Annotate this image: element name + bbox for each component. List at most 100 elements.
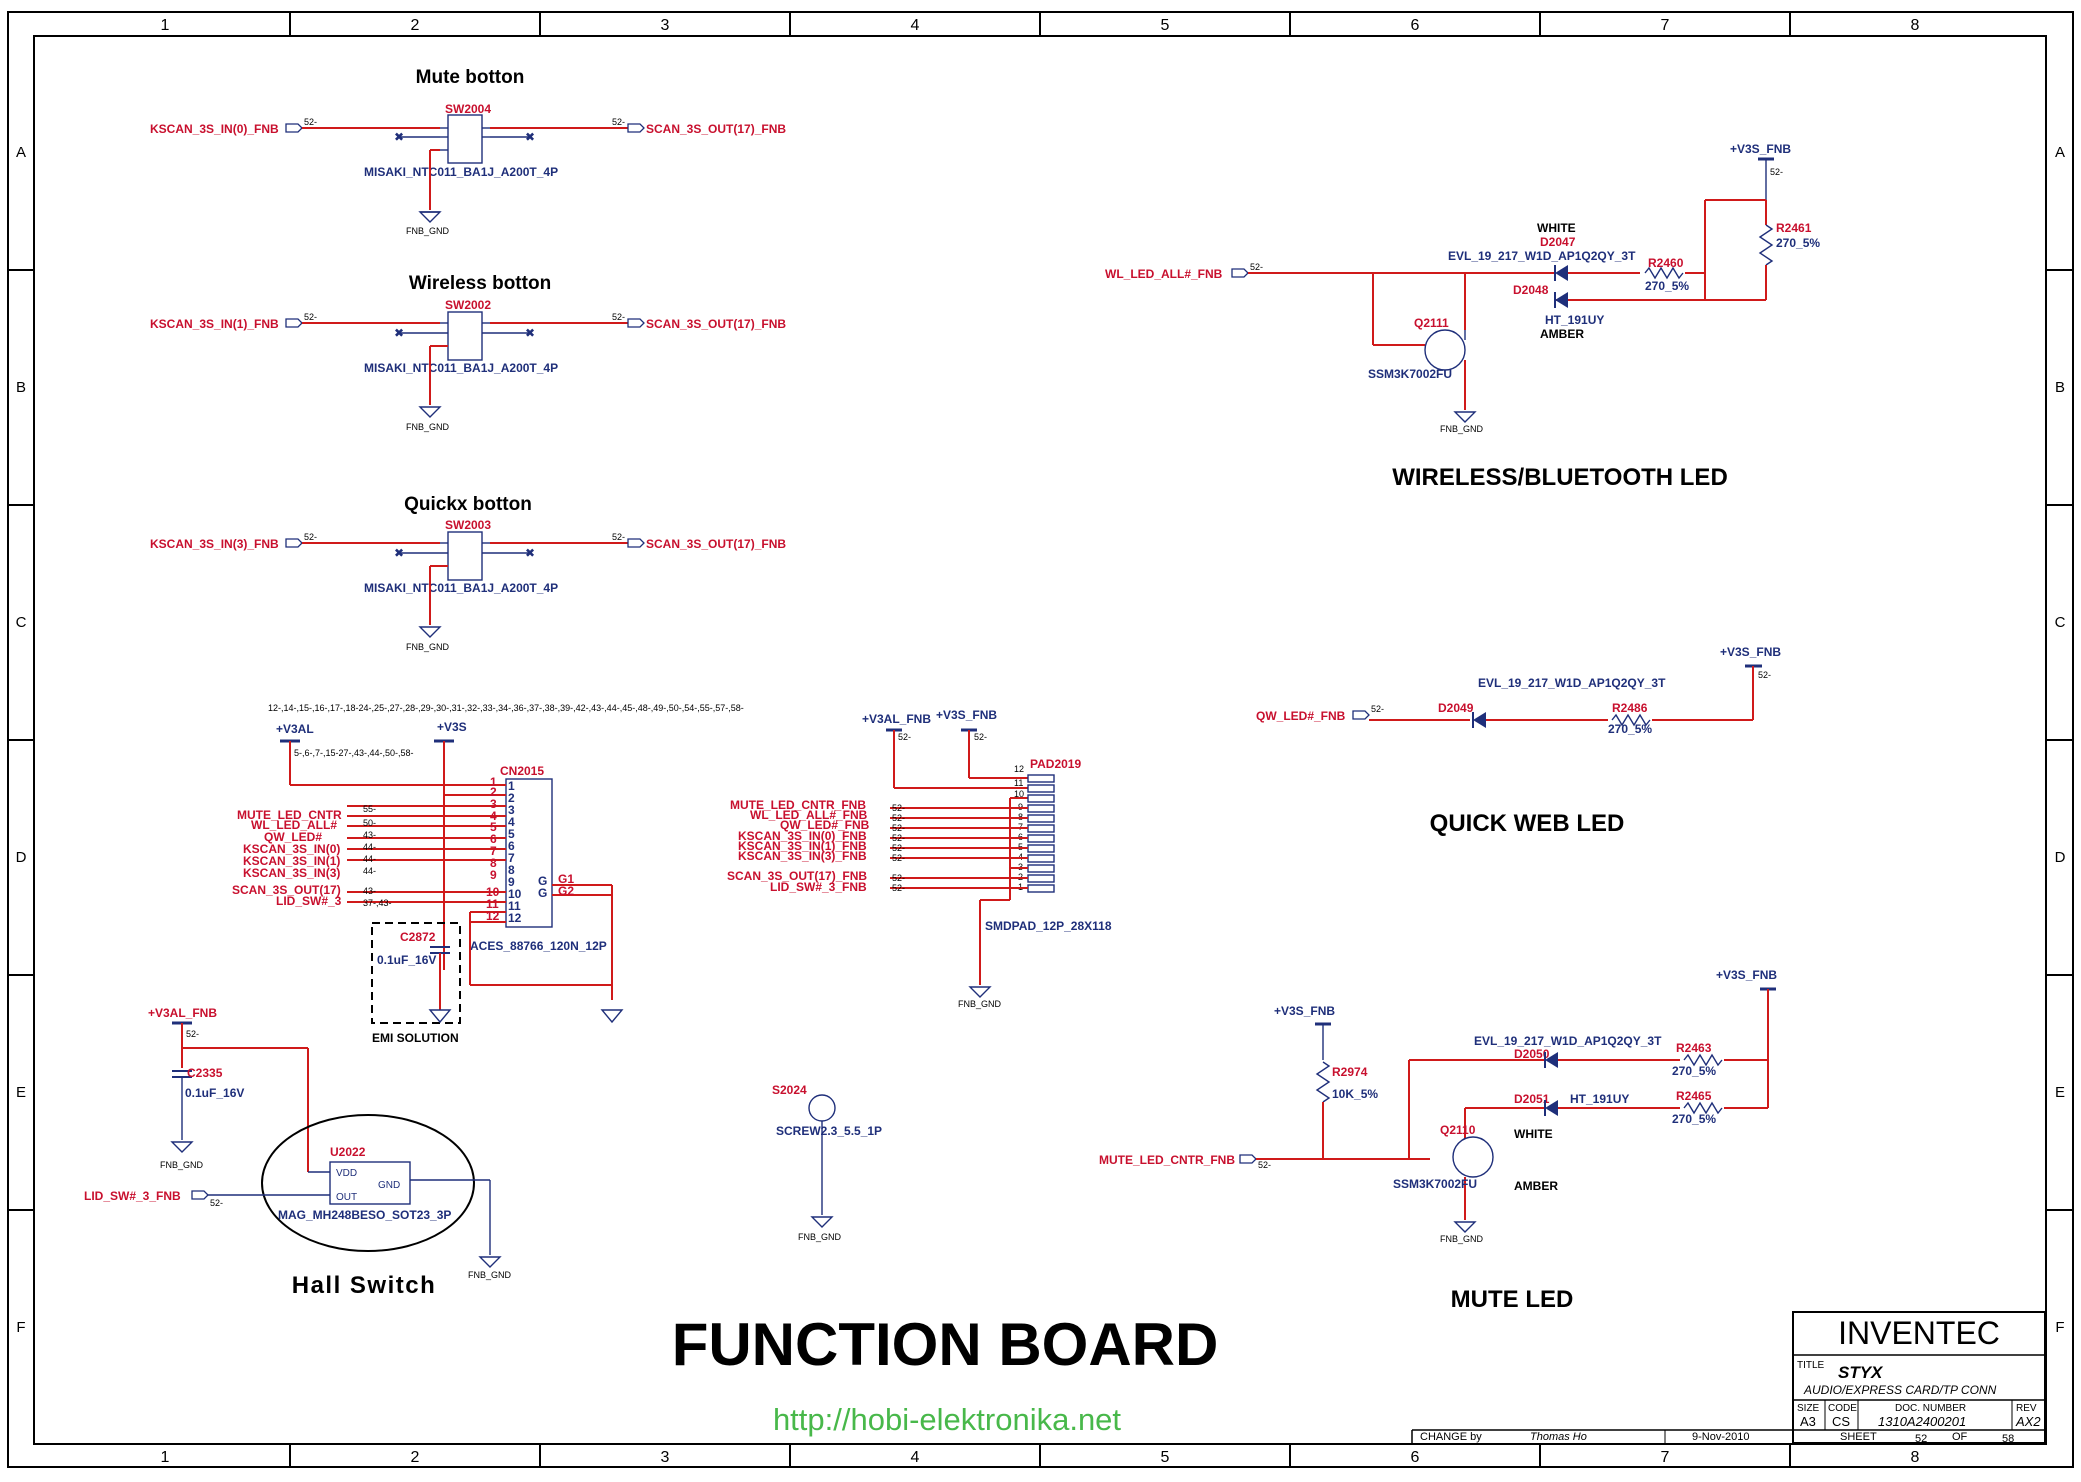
page-ref: 55- <box>363 804 376 814</box>
switch-body <box>447 311 483 361</box>
sheet-value: 52 <box>1915 1433 1927 1445</box>
section-title: QUICK WEB LED <box>1430 810 1625 837</box>
pin-number: 5 <box>490 820 497 834</box>
net-label: KSCAN_3S_IN(0)_FNB <box>150 122 279 136</box>
net-label: MUTE_LED_CNTR_FNB <box>730 798 866 812</box>
watermark: http://hobi-elektronika.net <box>773 1402 1121 1437</box>
supply-label: +V3S_FNB <box>1730 142 1791 156</box>
ref-label: R2465 <box>1676 1089 1712 1103</box>
ref-label: D2049 <box>1438 701 1474 715</box>
pin-number: 8 <box>508 863 515 877</box>
ground-icon <box>170 1141 194 1153</box>
pin-number: G <box>538 874 547 888</box>
row-label: E <box>2055 1084 2065 1101</box>
ground-icon <box>418 211 442 223</box>
net-label: QW_LED#_FNB <box>1256 709 1346 723</box>
section-title: MUTE LED <box>1451 1286 1574 1313</box>
pin-number: G <box>538 886 547 900</box>
page-ref: 52- <box>1250 262 1263 272</box>
page-ref: 43- <box>363 886 376 896</box>
diode-icon <box>1473 712 1486 728</box>
pin-number: 10 <box>486 885 500 899</box>
net-label: KSCAN_3S_IN(0)_FNB <box>738 829 867 843</box>
pad-pin <box>1027 834 1055 843</box>
pad-pin <box>1027 784 1055 793</box>
pad-pin <box>1027 844 1055 853</box>
supply-label: +V3AL_FNB <box>148 1006 217 1020</box>
port-flag <box>1231 268 1249 278</box>
net-label: KSCAN_3S_IN(0) <box>243 842 340 856</box>
emi-label: EMI SOLUTION <box>372 1031 459 1045</box>
screw-icon <box>808 1094 836 1122</box>
part-label: MISAKI_NTC011_BA1J_A200T_4P <box>364 361 558 375</box>
pin-number: 10 <box>508 887 522 901</box>
net-label: SCAN_3S_OUT(17)_FNB <box>727 869 867 883</box>
pin-label: VDD <box>336 1168 357 1179</box>
connector-body <box>505 778 553 928</box>
rev-label: REV <box>2016 1403 2037 1414</box>
net-label: KSCAN_3S_IN(1) <box>243 854 340 868</box>
pin-number: 4 <box>490 809 497 823</box>
ground-icon <box>1453 411 1477 423</box>
pad-pin <box>1027 864 1055 873</box>
pin-number: 5 <box>508 827 515 841</box>
page-ref: 52- <box>892 833 905 843</box>
code-label: CODE <box>1828 1403 1857 1414</box>
row-label: C <box>16 614 27 631</box>
pin-number: 12 <box>1014 764 1024 774</box>
pad-pin <box>1027 874 1055 883</box>
col-label: 4 <box>911 1449 920 1466</box>
pad-pin <box>1027 824 1055 833</box>
page-ref: 52- <box>304 532 317 542</box>
color-label: WHITE <box>1537 221 1576 235</box>
page-ref: 52- <box>974 732 987 742</box>
pad-pin <box>1027 774 1055 783</box>
no-connect-icon: ✖ <box>525 546 535 560</box>
pin-number: 1 <box>508 779 515 793</box>
pad-pin <box>1027 854 1055 863</box>
no-connect-icon: ✖ <box>394 130 404 144</box>
part-label: SMDPAD_12P_28X118 <box>985 919 1112 933</box>
row-label: F <box>2055 1319 2064 1336</box>
port-flag <box>285 538 303 548</box>
ref-label: SW2003 <box>445 518 491 532</box>
col-label: 6 <box>1411 1449 1420 1466</box>
col-label: 8 <box>1911 1449 1920 1466</box>
net-label: WL_LED_ALL#_FNB <box>1105 267 1223 281</box>
pin-number: 3 <box>508 803 515 817</box>
page-ref: 52- <box>892 883 905 893</box>
value-label: 270_5% <box>1672 1112 1716 1126</box>
ground-icon <box>968 986 992 998</box>
row-label: A <box>16 144 26 161</box>
net-label: KSCAN_3S_IN(3)_FNB <box>150 537 279 551</box>
page-ref: 52- <box>892 873 905 883</box>
col-label: 5 <box>1161 17 1170 34</box>
net-label: WL_LED_ALL#_FNB <box>750 808 868 822</box>
col-label: 7 <box>1661 1449 1670 1466</box>
net-label: MUTE_LED_CNTR_FNB <box>1099 1153 1235 1167</box>
part-label: SSM3K7002FU <box>1393 1177 1477 1191</box>
ref-label: U2022 <box>330 1145 366 1159</box>
ground-icon <box>600 1009 624 1024</box>
section-title: Quickx botton <box>404 494 532 515</box>
net-label: KSCAN_3S_IN(1)_FNB <box>738 839 867 853</box>
supply-label: +V3S_FNB <box>1716 968 1777 982</box>
page-ref: 52- <box>612 532 625 542</box>
ground-icon <box>810 1216 834 1228</box>
ground-icon <box>428 1009 452 1024</box>
rev-value: AX2 <box>2015 1414 2041 1429</box>
row-label: B <box>16 379 26 396</box>
page-ref: 52- <box>892 853 905 863</box>
no-connect-icon: ✖ <box>525 326 535 340</box>
diode-icon <box>1545 1100 1558 1116</box>
ref-label: D2048 <box>1513 283 1549 297</box>
value-label: 270_5% <box>1608 722 1652 736</box>
section-title: WIRELESS/BLUETOOTH LED <box>1392 464 1728 491</box>
pad-block: +V3AL_FNB 52- +V3S_FNB 52- PAD2019 SMDPA… <box>727 708 1112 1009</box>
page-ref: 52- <box>892 823 905 833</box>
col-label: 6 <box>1411 17 1420 34</box>
color-label: AMBER <box>1540 327 1584 341</box>
switch-body <box>447 531 483 581</box>
ref-label: D2047 <box>1540 235 1576 249</box>
net-label: MUTE_LED_CNTR <box>237 808 342 822</box>
